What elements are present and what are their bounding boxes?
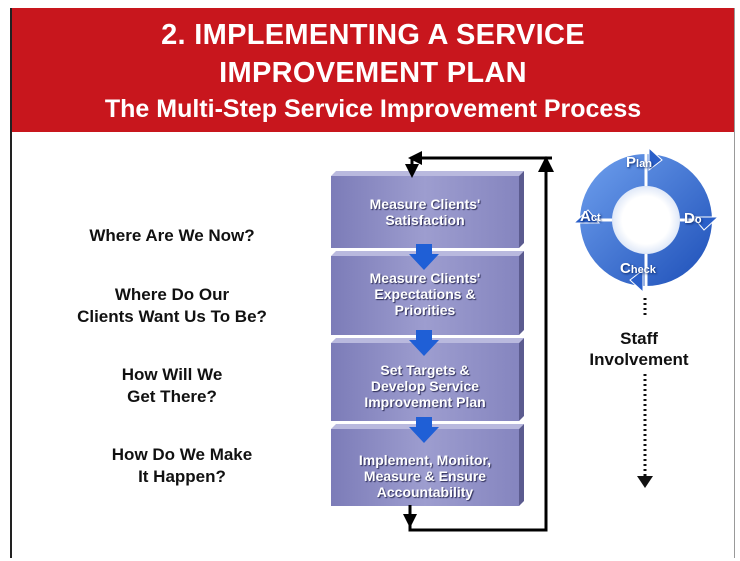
step-4-line-3: Accountability	[376, 484, 474, 500]
step-1-line-2: Satisfaction	[385, 212, 465, 228]
pdca-cycle	[572, 146, 720, 294]
check-initial: C	[620, 260, 631, 277]
step-2-text: Measure Clients' Expectations & Prioriti…	[331, 270, 519, 318]
connector-arrow-2	[409, 330, 439, 356]
connector-arrow-1	[409, 244, 439, 270]
question-1: Where Are We Now?	[52, 225, 292, 247]
loop-left-arrowhead	[408, 151, 422, 165]
title-banner: 2. IMPLEMENTING A SERVICE IMPROVEMENT PL…	[12, 8, 734, 132]
question-3-line-2: Get There?	[127, 387, 217, 406]
loop-up-arrowhead	[538, 156, 554, 172]
staff-involvement-label: Staff Involvement	[574, 328, 704, 370]
plan-rest: lan	[636, 158, 652, 170]
step-3-line-3: Improvement Plan	[364, 394, 486, 410]
question-1-line-1: Where Are We Now?	[89, 226, 255, 245]
step-4-line-2: Measure & Ensure	[363, 468, 487, 484]
step-2-line-3: Priorities	[394, 302, 456, 318]
step-3-text: Set Targets & Develop Service Improvemen…	[331, 362, 519, 410]
question-4-line-1: How Do We Make	[111, 445, 253, 464]
act-rest: ct	[590, 212, 601, 224]
title-line-2: IMPROVEMENT PLAN	[219, 57, 527, 89]
question-2-line-2: Clients Want Us To Be?	[77, 307, 267, 326]
question-3-line-1: How Will We	[121, 365, 223, 384]
question-4-line-2: It Happen?	[138, 467, 226, 486]
step-box-1	[331, 171, 524, 248]
step-3-line-1: Set Targets &	[380, 362, 470, 378]
step-2-line-2: Expectations &	[374, 286, 476, 302]
pdca-plan-label: Plan	[626, 154, 652, 171]
step-box-3	[331, 338, 524, 421]
title-line-1: 2. IMPLEMENTING A SERVICE	[161, 19, 585, 51]
slide: 2. IMPLEMENTING A SERVICE IMPROVEMENT PL…	[10, 8, 735, 558]
act-initial: A	[580, 208, 591, 225]
do-rest: o	[694, 214, 702, 226]
staff-line-2: Involvement	[589, 350, 689, 369]
loop-top-path	[410, 156, 552, 170]
slide-title: 2. IMPLEMENTING A SERVICE IMPROVEMENT PL…	[12, 16, 734, 92]
staff-line-1: Staff	[620, 329, 658, 348]
do-initial: D	[684, 210, 695, 227]
loop-down-arrowhead-bottom	[403, 514, 417, 528]
question-4: How Do We Make It Happen?	[62, 444, 302, 488]
pdca-act-label: Act	[580, 208, 601, 225]
check-rest: heck	[630, 264, 656, 276]
question-2-line-1: Where Do Our	[114, 285, 230, 304]
step-2-line-1: Measure Clients'	[369, 270, 481, 286]
step-3-line-2: Develop Service	[370, 378, 480, 394]
process-diagram	[331, 146, 720, 532]
loop-down-arrowhead-top	[405, 164, 419, 178]
question-2: Where Do Our Clients Want Us To Be?	[42, 284, 302, 328]
pdca-check-label: Check	[620, 260, 656, 277]
staff-arrowhead	[637, 476, 653, 488]
slide-subtitle: The Multi-Step Service Improvement Proce…	[104, 95, 642, 123]
step-1-line-1: Measure Clients'	[369, 196, 481, 212]
question-3: How Will We Get There?	[62, 364, 282, 408]
plan-initial: P	[626, 154, 637, 171]
step-4-text: Implement, Monitor, Measure & Ensure Acc…	[331, 452, 519, 500]
step-1-text: Measure Clients' Satisfaction	[331, 196, 519, 228]
connector-arrow-3	[409, 417, 439, 443]
pdca-do-label: Do	[684, 210, 702, 227]
step-4-line-1: Implement, Monitor,	[358, 452, 492, 468]
